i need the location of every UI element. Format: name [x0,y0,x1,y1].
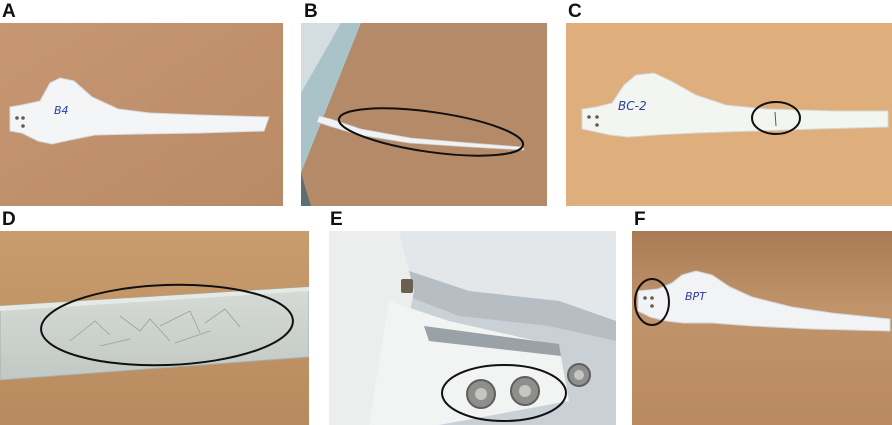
bolt-hole [643,296,647,300]
deflection-ellipse [337,107,525,157]
bolt-head [401,279,413,293]
panel-d-image [0,231,309,425]
nacelle-shadow [399,271,616,341]
crack-ellipse [751,101,801,135]
blade-marking-a: B4 [54,104,69,117]
bolt-hole [21,124,25,128]
panel-a-image: B4 [0,23,283,206]
panel-label-d: D [2,209,16,230]
table-edge-shadow [301,173,311,206]
mount-edge [424,326,561,356]
root-ellipse [634,278,670,326]
panel-c-image: BC-2 [566,23,892,206]
bolt-hole [595,123,599,127]
panel-label-a: A [2,1,16,22]
crack-mark [774,111,777,127]
panel-d-photo [0,231,309,425]
blade-f [637,270,891,332]
damage-ellipse [40,283,294,367]
panel-label-e: E [330,209,343,230]
bolt-hole [650,296,654,300]
panel-label-c: C [568,1,582,22]
blade-marking-c: BC-2 [618,99,647,113]
panel-c-photo: BC-2 [566,23,892,206]
panel-e-image [329,231,616,425]
bolt-hole [21,116,25,120]
panel-f-photo: BPT [632,231,892,425]
bolt-hole [650,304,654,308]
wall-highlight [301,23,341,93]
blade-marking-f: BPT [685,290,707,303]
panel-b-photo [301,23,547,206]
panel-b-image [301,23,547,206]
blade-leading-edge [0,287,309,311]
bolt-ellipse [441,364,567,422]
bolt-group [466,363,591,409]
panel-e-photo [329,231,616,425]
panel-a-photo: B4 [0,23,283,206]
bolt-hole [587,115,591,119]
bolt-hole [595,115,599,119]
bolt-hole [15,116,19,120]
panel-label-b: B [304,1,318,22]
panel-label-f: F [634,209,646,230]
table-surface [301,23,547,206]
nacelle-cover [389,231,616,321]
surface-cracks [69,308,241,347]
blade-b-edge [316,115,525,151]
blade-c [581,72,889,138]
panel-f-image: BPT [632,231,892,425]
blade-a [9,77,270,145]
